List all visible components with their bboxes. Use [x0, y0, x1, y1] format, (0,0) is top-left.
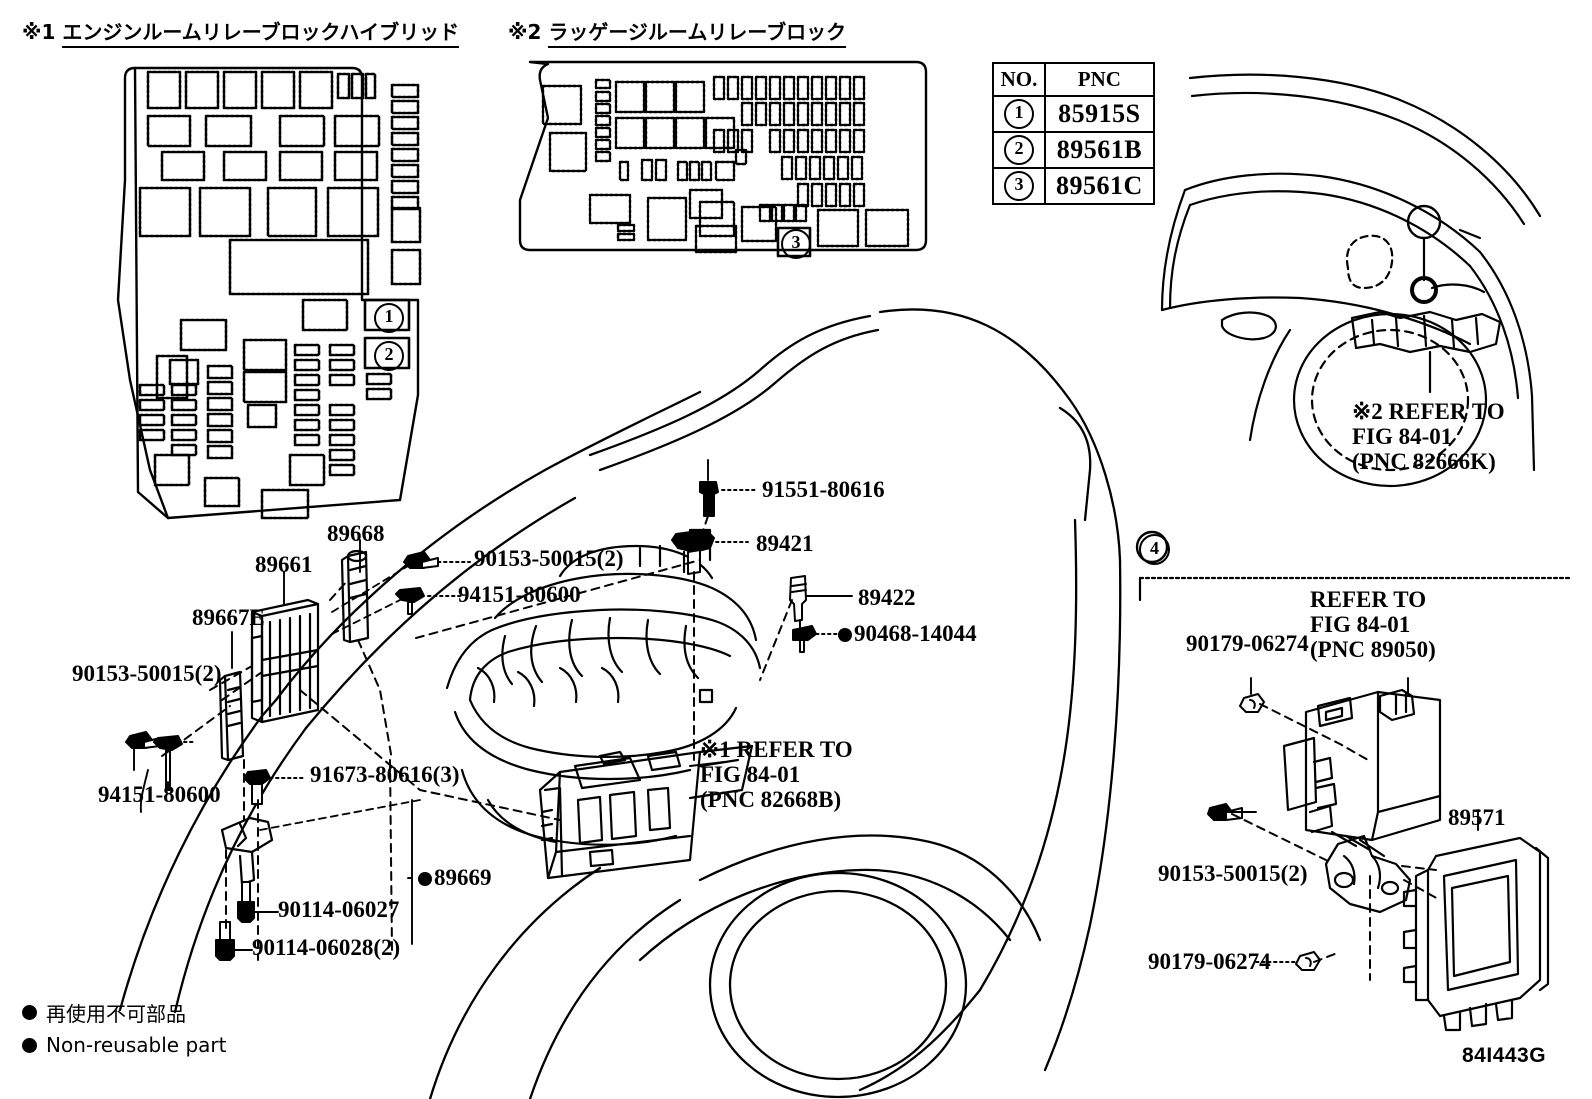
- callout-94151-a: 94151-80600: [458, 582, 581, 607]
- table-row: 2 89561B: [992, 131, 1155, 169]
- non-reusable-dot-icon: [22, 1005, 37, 1020]
- refer-line1: REFER TO: [1310, 587, 1427, 612]
- refer-line2: FIG 84-01: [1352, 423, 1453, 449]
- refer-line3: (PNC 82666K): [1352, 448, 1496, 474]
- callout-89669-text: 89669: [434, 865, 492, 890]
- callout-89669: 89669: [418, 865, 492, 891]
- refer-to-engine-room: ※1 REFER TO FIG 84-01 (PNC 82668B): [700, 737, 853, 812]
- refer-mark: ※2: [1352, 399, 1383, 424]
- non-reusable-dot-icon: [22, 1037, 37, 1053]
- circled-number: 1: [374, 303, 404, 333]
- callout-90468: 90468-14044: [838, 621, 977, 647]
- circled-ref-2: 2: [374, 341, 404, 371]
- panel-4-refer-to: REFER TO FIG 84-01 (PNC 89050): [1310, 587, 1436, 662]
- refer-line3: (PNC 82668B): [700, 786, 842, 812]
- circled-number: 2: [1004, 135, 1034, 165]
- header-relay-block-1: ※1 エンジンルームリレーブロックハイブリッド: [22, 16, 460, 48]
- callout-89668: 89668: [327, 521, 385, 546]
- circled-ref-3: 3: [781, 229, 811, 259]
- legend-text-en: Non-reusable part: [46, 1033, 227, 1057]
- callout-91551: 91551-80616: [762, 477, 885, 502]
- callout-90153-b: 90153-50015(2): [72, 661, 222, 686]
- callout-90468-text: 90468-14044: [854, 621, 977, 646]
- refer-line1: REFER TO: [736, 737, 853, 762]
- header-1-text: エンジンルームリレーブロックハイブリッド: [62, 20, 460, 48]
- legend: 再使用不可部品 Non-reusable part: [22, 998, 226, 1063]
- callout-90179-a: 90179-06274: [1186, 631, 1309, 656]
- header-2-text: ラッゲージルームリレーブロック: [548, 20, 847, 48]
- panel-4-badge: 4: [1139, 534, 1170, 565]
- header-2-mark: ※2: [508, 20, 542, 44]
- callout-91673: 91673-80616(3): [310, 762, 460, 787]
- callout-90114-a: 90114-06027: [278, 897, 400, 922]
- col-pnc: PNC: [1044, 62, 1155, 97]
- callout-94151-b: 94151-80600: [98, 782, 221, 807]
- callout-90153-a: 90153-50015(2): [474, 546, 624, 571]
- header-relay-block-2: ※2 ラッゲージルームリレーブロック: [508, 16, 847, 48]
- circled-number: 3: [1004, 171, 1034, 201]
- row-no: 2: [992, 131, 1046, 169]
- refer-line1: REFER TO: [1388, 399, 1505, 424]
- table-row: 3 89561C: [992, 167, 1155, 205]
- row-pnc: 89561C: [1044, 167, 1155, 205]
- callout-90153-p4: 90153-50015(2): [1158, 861, 1308, 886]
- callout-89421: 89421: [756, 531, 814, 556]
- table-header-row: NO. PNC: [992, 62, 1155, 97]
- callout-89422: 89422: [858, 585, 916, 610]
- header-1-mark: ※1: [22, 20, 56, 44]
- legend-row-jp: 再使用不可部品: [22, 998, 226, 1027]
- refer-line2: FIG 84-01: [700, 761, 801, 787]
- legend-text-jp: 再使用不可部品: [46, 1002, 186, 1026]
- callout-89667E: 89667E: [192, 605, 265, 630]
- legend-row-en: Non-reusable part: [22, 1033, 226, 1057]
- table-row: 1 85915S: [992, 95, 1155, 133]
- row-no: 3: [992, 167, 1046, 205]
- row-pnc: 85915S: [1044, 95, 1155, 133]
- circled-number: 4: [1139, 534, 1170, 565]
- circled-number: 2: [374, 341, 404, 371]
- col-no: NO.: [992, 62, 1046, 97]
- callout-90179-b: 90179-06274: [1148, 949, 1271, 974]
- row-no: 1: [992, 95, 1046, 133]
- callout-90114-b: 90114-06028(2): [252, 935, 401, 960]
- refer-to-luggage-room: ※2 REFER TO FIG 84-01 (PNC 82666K): [1352, 399, 1505, 474]
- callout-89571: 89571: [1448, 805, 1506, 830]
- row-pnc: 89561B: [1044, 131, 1155, 169]
- refer-line2: FIG 84-01: [1310, 611, 1411, 637]
- circled-number: 3: [781, 229, 811, 259]
- refer-mark: ※1: [700, 737, 731, 762]
- figure-code: 84I443G: [1462, 1044, 1547, 1067]
- non-reusable-dot-icon: [418, 866, 434, 891]
- pnc-table: NO. PNC 1 85915S 2 89561B 3 89561C: [992, 62, 1155, 205]
- circled-number: 1: [1004, 99, 1034, 129]
- callout-89661: 89661: [255, 552, 313, 577]
- circled-ref-1: 1: [374, 303, 404, 333]
- non-reusable-dot-icon: [838, 622, 854, 647]
- refer-line3: (PNC 89050): [1310, 636, 1436, 662]
